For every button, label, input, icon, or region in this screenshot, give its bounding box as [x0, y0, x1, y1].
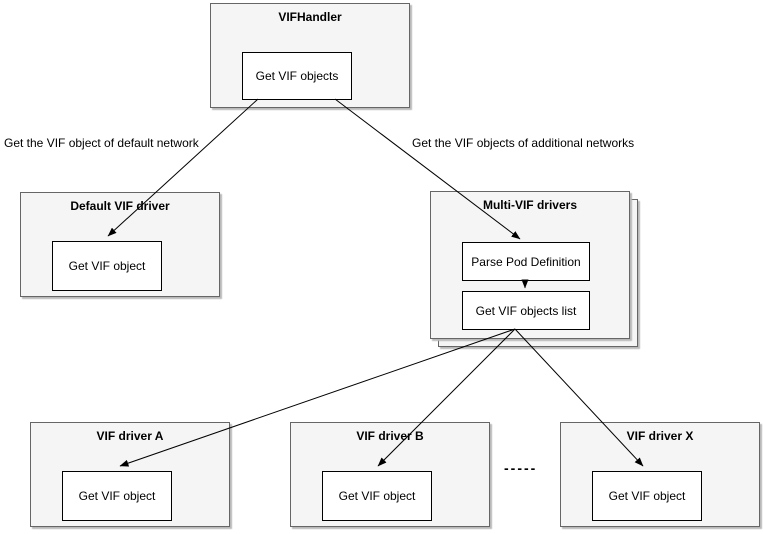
node-vif-driver-b: VIF driver B Get VIF object: [290, 422, 490, 527]
node-driver-x-get-vif-object-label: Get VIF object: [608, 489, 686, 503]
node-default-get-vif-object: Get VIF object: [52, 241, 162, 291]
edge-label-additional-networks: Get the VIF objects of additional networ…: [412, 136, 635, 150]
node-multi-vif-drivers-title: Multi-VIF drivers: [482, 198, 577, 212]
node-vifhandler-title: VIFHandler: [278, 10, 342, 24]
node-driver-b-get-vif-object: Get VIF object: [322, 471, 432, 521]
node-get-vif-objects: Get VIF objects: [242, 52, 352, 100]
node-driver-a-get-vif-object-label: Get VIF object: [78, 489, 156, 503]
node-driver-a-get-vif-object: Get VIF object: [62, 471, 172, 521]
edge-label-default-network: Get the VIF object of default network: [4, 136, 199, 150]
node-vifhandler: VIFHandler Get VIF objects: [210, 3, 410, 108]
ellipsis-more-drivers: -----: [504, 460, 538, 476]
node-default-vif-driver-title: Default VIF driver: [70, 199, 170, 213]
node-driver-b-get-vif-object-label: Get VIF object: [338, 489, 416, 503]
node-get-vif-objects-list: Get VIF objects list: [462, 291, 590, 330]
node-vif-driver-x-title: VIF driver X: [626, 429, 694, 443]
node-multi-vif-drivers: Multi-VIF drivers Parse Pod Definition G…: [430, 191, 630, 339]
node-driver-x-get-vif-object: Get VIF object: [592, 471, 702, 521]
node-vif-driver-a-title: VIF driver A: [96, 429, 164, 443]
node-parse-pod-definition: Parse Pod Definition: [462, 242, 590, 281]
node-vif-driver-x: VIF driver X Get VIF object: [560, 422, 760, 527]
node-default-vif-driver: Default VIF driver Get VIF object: [20, 192, 220, 297]
node-get-vif-objects-list-label: Get VIF objects list: [475, 303, 577, 318]
node-get-vif-objects-label: Get VIF objects: [255, 69, 339, 83]
node-parse-pod-definition-label: Parse Pod Definition: [471, 254, 581, 269]
node-default-get-vif-object-label: Get VIF object: [68, 259, 146, 273]
node-vif-driver-a: VIF driver A Get VIF object: [30, 422, 230, 527]
node-vif-driver-b-title: VIF driver B: [356, 429, 424, 443]
